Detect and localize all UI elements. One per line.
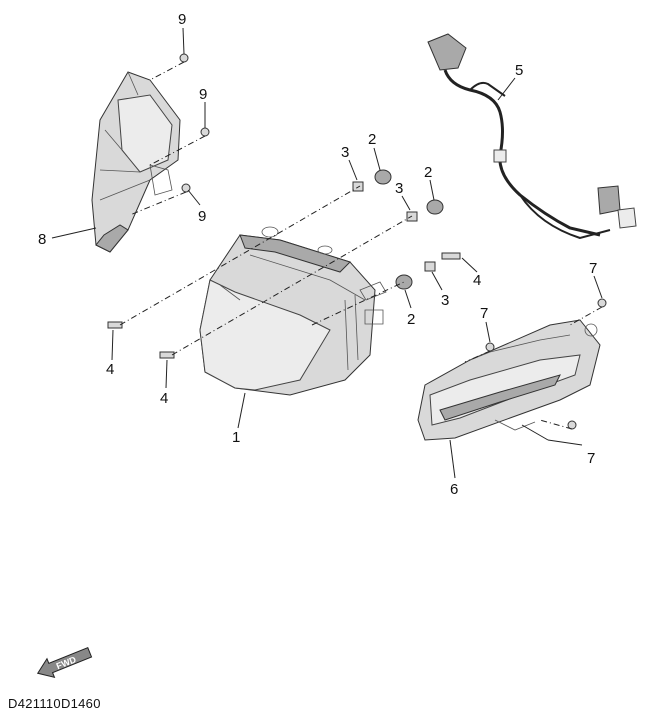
part-6-lamp-assembly [417,319,601,441]
callout-4-left-lower: 4 [160,390,168,407]
part-1-headlight-housing [199,226,387,396]
callout-5: 5 [515,62,523,79]
part-2-grommet-lower [395,274,413,290]
leader-lines [51,27,603,479]
part-3-collar-top [352,181,364,192]
part-2-grommet-top [374,169,392,185]
part-2-grommet-right [426,199,444,215]
part-9-screw-mid [200,127,210,137]
callout-8: 8 [38,231,46,248]
callout-3-lower: 3 [441,292,449,309]
callout-4-left-upper: 4 [106,361,114,378]
callout-7-top: 7 [589,260,597,277]
callout-2-lower: 2 [407,311,415,328]
part-5-wiring-harness [427,33,637,240]
callout-1: 1 [232,429,240,446]
callout-3-mid: 3 [395,180,403,197]
part-3-collar-lower [424,261,436,272]
part-7-screw-mid [485,342,495,352]
part-8-side-bracket [91,71,181,253]
callout-2-top: 2 [368,131,376,148]
callout-9-mid: 9 [199,86,207,103]
callout-7-bottom: 7 [587,450,595,467]
callout-2-right: 2 [424,164,432,181]
callout-3-top: 3 [341,144,349,161]
callout-7-mid: 7 [480,305,488,322]
callout-4-right: 4 [473,272,481,289]
fwd-arrow-icon: FWD [36,647,93,679]
fwd-label: FWD [55,654,78,671]
callout-9-lower: 9 [198,208,206,225]
callout-labels: 9 9 9 8 3 2 3 2 4 3 2 4 4 1 5 7 7 7 6 [38,11,597,498]
document-code: D421110D1460 [8,696,101,711]
part-4-bolt-left-upper [107,321,123,329]
part-4-bolt-left-lower [159,351,175,359]
part-9-screw-top [179,53,189,63]
callout-6: 6 [450,481,458,498]
part-7-screw-top [597,298,607,308]
assembly-lines [119,61,603,430]
part-4-bolt-right [441,252,461,260]
callout-9-top: 9 [178,11,186,28]
